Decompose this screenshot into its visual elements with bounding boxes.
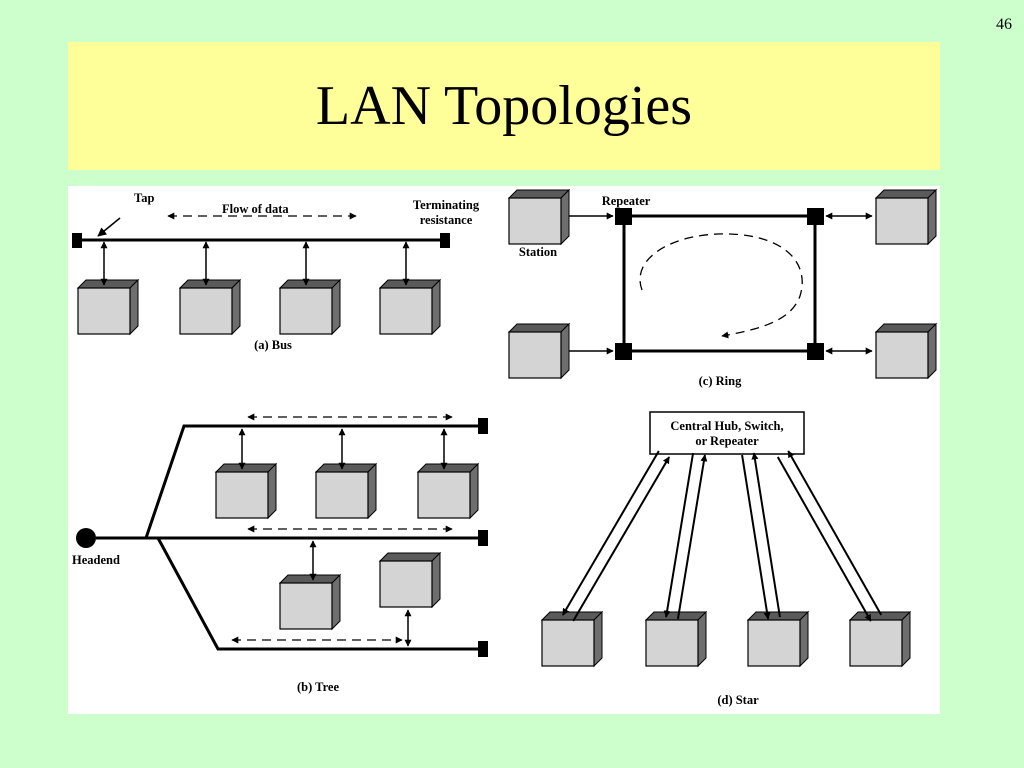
flow-of-data-label: Flow of data (222, 202, 289, 216)
ring-loop (622, 214, 817, 353)
terminating-label-1: Terminating (413, 198, 480, 212)
ring-station-top-left (507, 188, 571, 246)
tree-terminator-bottom (478, 641, 488, 657)
ring-station-top-right (874, 188, 938, 246)
tree-upper-branch (144, 424, 480, 539)
star-station-3 (746, 610, 810, 668)
tree-station-upper-2 (314, 462, 378, 520)
star-downlink-1 (561, 450, 660, 616)
repeater-label: Repeater (602, 194, 651, 208)
tree-station-lower-2 (378, 551, 442, 609)
bus-station-1 (76, 278, 140, 336)
repeater-bottom-left (615, 343, 632, 360)
ring-flow-arrow (639, 233, 803, 339)
central-hub-box (649, 411, 805, 455)
tap-pointer-arrow (97, 217, 121, 237)
bus-station-2 (178, 278, 242, 336)
bus-topology: Tap Flow of data Terminating resistance … (72, 191, 480, 352)
tree-lower-branch (156, 537, 480, 651)
tap-label: Tap (134, 191, 154, 205)
star-uplink-1 (572, 456, 671, 622)
star-uplink-2 (676, 454, 708, 620)
ring-station-bottom-left (507, 322, 571, 380)
slide-title: LAN Topologies (315, 75, 693, 137)
terminating-label-2: resistance (420, 213, 473, 227)
ring-station-bottom-right (874, 322, 938, 380)
topology-diagram: Tap Flow of data Terminating resistance … (68, 186, 940, 714)
star-downlink-3 (741, 454, 771, 620)
bus-terminator-left (72, 233, 82, 248)
tree-station-lower-1 (278, 573, 342, 631)
bus-terminator-right (440, 233, 450, 248)
ring-topology: Repeater Station (c) Ring (519, 194, 873, 388)
tree-caption: (b) Tree (297, 680, 339, 694)
star-station-1 (540, 610, 604, 668)
star-downlink-4 (776, 456, 872, 622)
star-station-2 (644, 610, 708, 668)
title-box: LAN Topologies (68, 42, 940, 170)
star-uplink-3 (751, 452, 781, 618)
bus-caption: (a) Bus (254, 338, 292, 352)
star-uplink-4 (787, 450, 883, 616)
repeater-bottom-right (807, 343, 824, 360)
ring-caption: (c) Ring (699, 374, 742, 388)
star-station-4 (848, 610, 912, 668)
star-downlink-2 (663, 452, 695, 618)
star-caption: (d) Star (717, 693, 759, 707)
tree-terminator-top (478, 418, 488, 434)
tree-topology: Headend (b) Tree (72, 413, 488, 694)
repeater-top-left (615, 208, 632, 225)
tree-station-upper-3 (416, 462, 480, 520)
tree-terminator-mid (478, 530, 488, 546)
stations-layer (76, 188, 938, 668)
bus-station-3 (278, 278, 342, 336)
headend-label: Headend (72, 553, 120, 567)
hub-label-1: Central Hub, Switch, (670, 419, 783, 433)
hub-label-2: or Repeater (695, 434, 759, 448)
star-topology: Central Hub, Switch, or Repeater (d) Sta… (649, 411, 805, 707)
slide-number: 46 (996, 16, 1012, 33)
tree-station-upper-1 (214, 462, 278, 520)
bus-station-4 (378, 278, 442, 336)
topology-svg: Tap Flow of data Terminating resistance … (72, 188, 938, 707)
headend-node (76, 528, 96, 548)
repeater-top-right (807, 208, 824, 225)
station-label: Station (519, 245, 557, 259)
